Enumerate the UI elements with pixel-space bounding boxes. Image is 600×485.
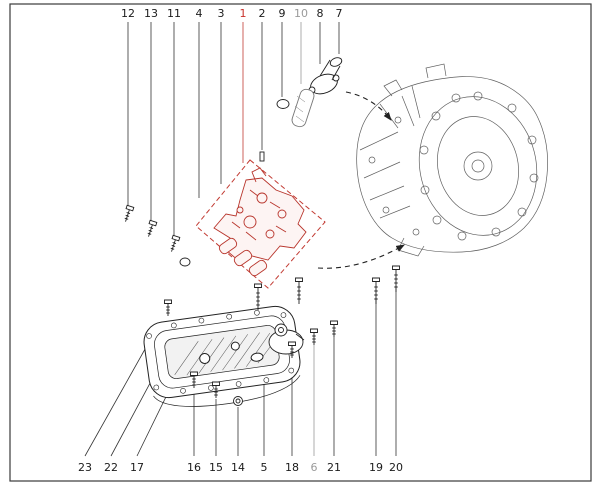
callout-20: 20	[389, 461, 403, 474]
callout-21: 21	[327, 461, 341, 474]
callout-3: 3	[217, 7, 225, 20]
thermostat-housing	[308, 57, 343, 95]
figure-border	[9, 3, 592, 482]
filter-tube	[291, 88, 315, 128]
callout-18: 18	[285, 461, 299, 474]
pan-depth-line	[153, 375, 301, 407]
arrow-to-case-bottom	[317, 244, 405, 269]
drain-plug-nut-inner	[235, 398, 241, 404]
oil-pan	[143, 305, 301, 407]
callout-9: 9	[278, 7, 286, 20]
callout-23: 23	[78, 461, 92, 474]
filler-tube-assembly	[276, 57, 343, 128]
pan-bolt-holes	[146, 309, 295, 394]
callout-7: 7	[335, 7, 343, 20]
solenoid	[233, 249, 253, 267]
transmission-case	[356, 63, 548, 257]
callout-19: 19	[369, 461, 383, 474]
callout-10: 10	[294, 7, 308, 20]
callout-22: 22	[104, 461, 118, 474]
dashed-arrows	[317, 91, 405, 269]
valve-body-connector	[251, 167, 267, 183]
callout-1: 1	[239, 7, 247, 20]
callout-6: 6	[310, 461, 318, 474]
solenoid	[248, 259, 268, 277]
check-valve-pin	[259, 151, 265, 162]
valve-body	[213, 167, 307, 277]
arrow-to-case-top	[345, 91, 392, 121]
callout-17: 17	[130, 461, 144, 474]
solenoid	[218, 237, 238, 255]
drain-plug	[250, 352, 264, 362]
callout-16: 16	[187, 461, 201, 474]
callout-8: 8	[316, 7, 324, 20]
pan-magnet	[199, 352, 211, 364]
leader-lines-top	[127, 22, 340, 236]
callout-5: 5	[260, 461, 268, 474]
pan-magnet	[230, 341, 240, 351]
callout-11: 11	[167, 7, 181, 20]
callout-4: 4	[195, 7, 203, 20]
callout-12: 12	[121, 7, 135, 20]
callout-14: 14	[231, 461, 245, 474]
o-ring-small	[179, 257, 191, 267]
callout-13: 13	[144, 7, 158, 20]
callout-15: 15	[209, 461, 223, 474]
accumulator-cover	[268, 323, 305, 355]
highlight-box-item-1	[195, 159, 326, 289]
fasteners	[121, 151, 400, 406]
callout-2: 2	[258, 7, 266, 20]
o-ring	[276, 99, 290, 109]
